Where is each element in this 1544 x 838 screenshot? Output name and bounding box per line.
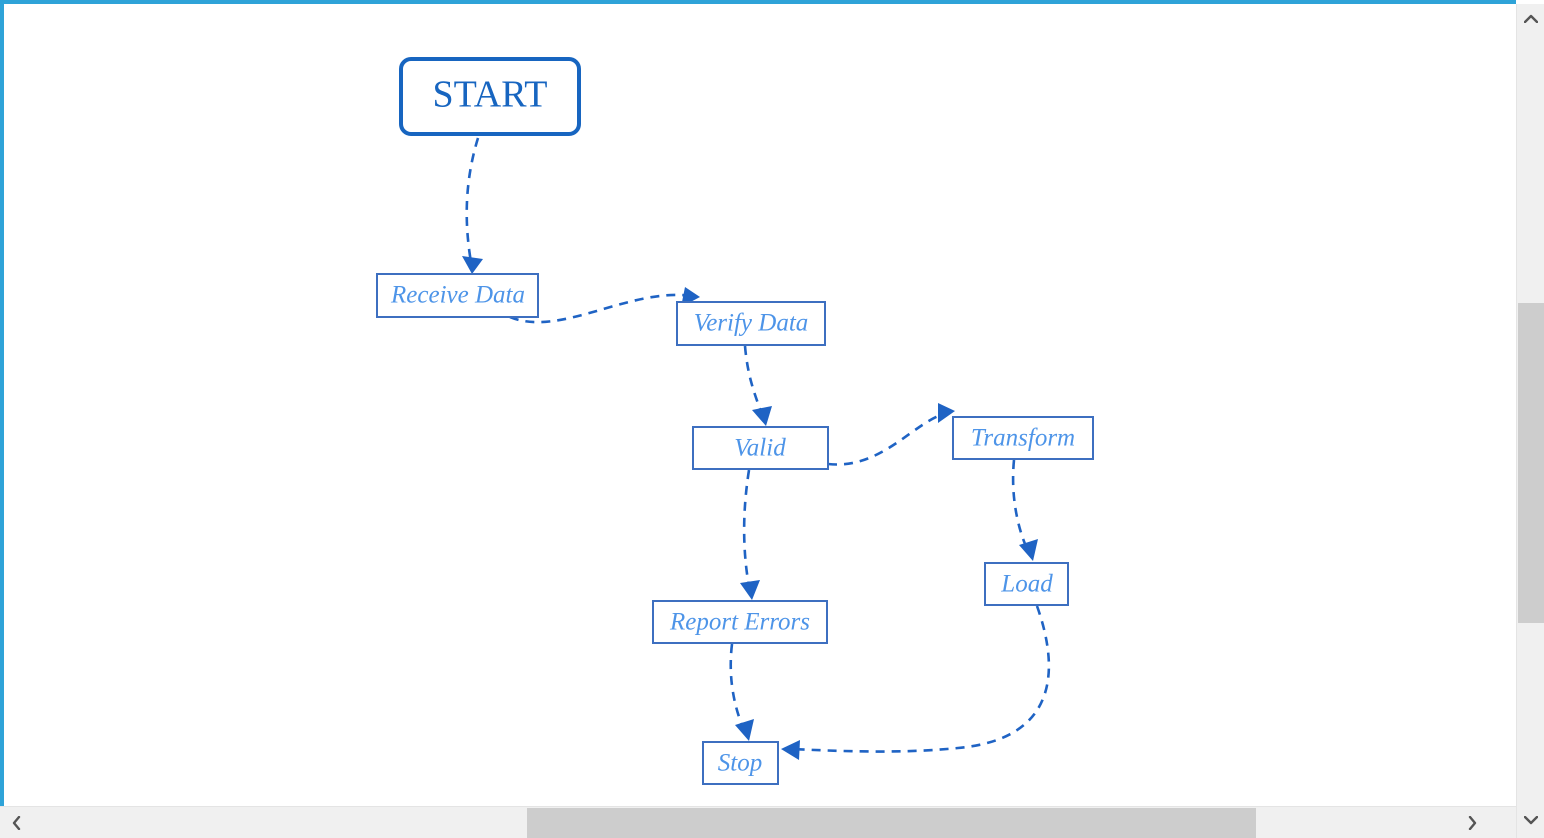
node-shape bbox=[652, 600, 828, 644]
arrowhead-icon bbox=[735, 719, 754, 741]
vertical-scrollbar[interactable] bbox=[1516, 4, 1544, 838]
arrowhead-icon bbox=[1019, 539, 1038, 561]
arrowhead-icon bbox=[740, 580, 760, 600]
chevron-right-icon bbox=[1468, 815, 1476, 830]
node-label: Valid bbox=[734, 435, 786, 462]
node-label: Transform bbox=[971, 425, 1075, 452]
scroll-left-button[interactable] bbox=[0, 807, 32, 838]
edge-path bbox=[509, 293, 693, 324]
scroll-right-button[interactable] bbox=[1456, 807, 1488, 838]
chevron-up-icon bbox=[1524, 14, 1538, 23]
edge-start-to-receive-data bbox=[462, 137, 483, 274]
arrowhead-icon bbox=[938, 403, 955, 423]
edge-path bbox=[465, 137, 480, 269]
edge-report-errors-to-stop bbox=[729, 643, 754, 741]
node-shape bbox=[399, 57, 581, 136]
edge-valid-to-transform bbox=[827, 403, 955, 466]
node-transform[interactable]: Transform bbox=[952, 416, 1094, 460]
arrowhead-icon bbox=[752, 406, 772, 426]
edge-path bbox=[1011, 459, 1031, 554]
edge-path bbox=[789, 605, 1051, 753]
node-label: Receive Data bbox=[390, 282, 525, 309]
edge-path bbox=[827, 411, 948, 466]
scroll-down-button[interactable] bbox=[1517, 806, 1544, 834]
node-label: Report Errors bbox=[669, 609, 810, 636]
node-shape bbox=[676, 301, 826, 346]
window-top-accent-border bbox=[0, 0, 1516, 4]
node-shape bbox=[984, 562, 1069, 606]
horizontal-scrollbar[interactable] bbox=[0, 806, 1516, 838]
node-start[interactable]: START bbox=[399, 57, 581, 136]
edge-transform-to-load bbox=[1011, 459, 1038, 561]
chevron-left-icon bbox=[12, 815, 20, 830]
edge-valid-to-report-errors bbox=[740, 469, 760, 600]
node-label: Stop bbox=[718, 750, 762, 777]
node-shape bbox=[952, 416, 1094, 460]
edge-path bbox=[742, 469, 752, 593]
edge-verify-data-to-valid bbox=[743, 345, 772, 426]
diagram-canvas[interactable]: START Receive Data Verify Data Valid Tra… bbox=[4, 4, 1516, 806]
node-verify-data[interactable]: Verify Data bbox=[676, 301, 826, 346]
node-label: Load bbox=[1000, 571, 1053, 598]
arrowhead-icon bbox=[462, 256, 483, 274]
node-stop[interactable]: Stop bbox=[702, 741, 779, 785]
node-load[interactable]: Load bbox=[984, 562, 1069, 606]
window-left-accent-border bbox=[0, 0, 4, 806]
node-shape bbox=[702, 741, 779, 785]
scroll-up-button[interactable] bbox=[1517, 4, 1544, 32]
edge-load-to-stop bbox=[781, 605, 1051, 760]
node-shape bbox=[692, 426, 829, 470]
node-valid[interactable]: Valid bbox=[692, 426, 829, 470]
edge-path bbox=[743, 345, 765, 419]
edge-path bbox=[729, 643, 747, 734]
vertical-scroll-thumb[interactable] bbox=[1518, 303, 1544, 623]
horizontal-scroll-thumb[interactable] bbox=[527, 808, 1256, 838]
chevron-down-icon bbox=[1524, 815, 1538, 824]
node-receive-data[interactable]: Receive Data bbox=[376, 273, 539, 318]
node-label: START bbox=[432, 74, 547, 116]
node-label: Verify Data bbox=[694, 310, 809, 337]
node-report-errors[interactable]: Report Errors bbox=[652, 600, 828, 644]
arrowhead-icon bbox=[781, 740, 800, 760]
node-shape bbox=[376, 273, 539, 318]
